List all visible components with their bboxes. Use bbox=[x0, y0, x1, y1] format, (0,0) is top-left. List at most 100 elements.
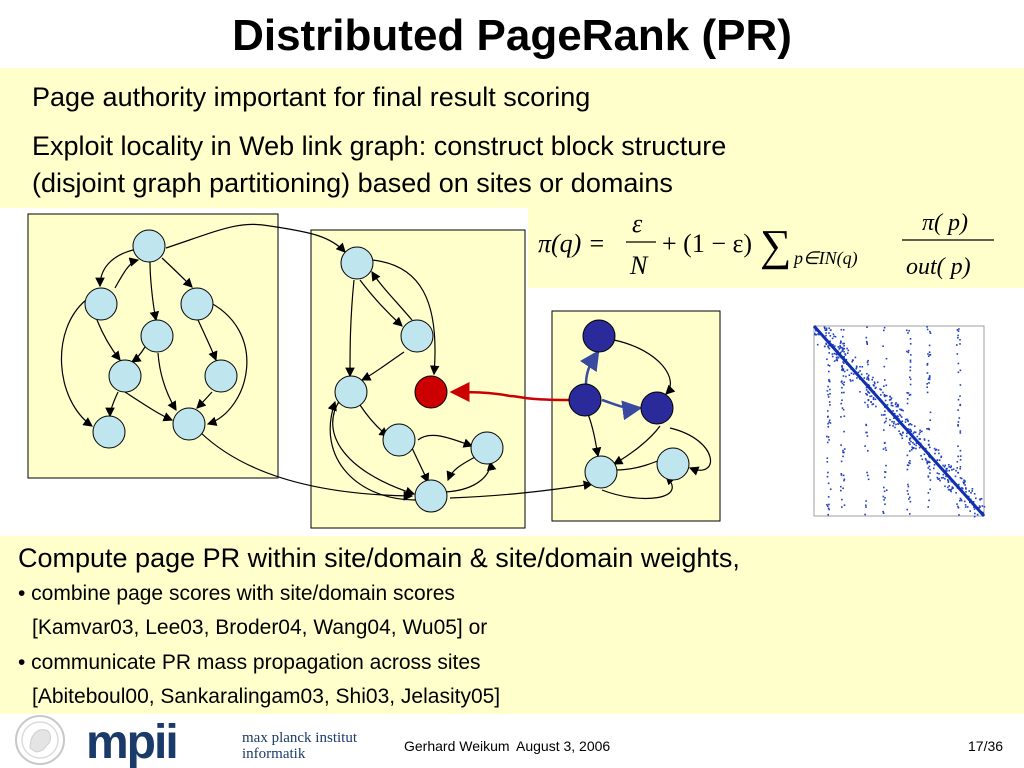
formula-epsilon: ε bbox=[632, 209, 643, 238]
matrix-dot bbox=[926, 386, 928, 388]
matrix-dot bbox=[968, 490, 970, 492]
matrix-dot bbox=[846, 352, 849, 354]
matrix-dot bbox=[866, 404, 869, 406]
matrix-dot bbox=[843, 478, 846, 481]
matrix-dot bbox=[926, 364, 929, 366]
matrix-dot bbox=[841, 369, 843, 371]
matrix-dot bbox=[865, 500, 867, 502]
matrix-dot bbox=[915, 447, 917, 450]
matrix-dot bbox=[843, 356, 845, 358]
matrix-dot bbox=[827, 422, 829, 425]
matrix-dot bbox=[910, 440, 912, 443]
matrix-dot bbox=[898, 430, 900, 432]
matrix-dot bbox=[899, 432, 901, 435]
matrix-dot bbox=[904, 421, 907, 423]
matrix-dot bbox=[927, 506, 929, 508]
matrix-dot bbox=[971, 488, 974, 490]
node bbox=[180, 287, 214, 321]
matrix-dot bbox=[835, 353, 837, 355]
matrix-dot bbox=[906, 464, 909, 466]
red-cross-edge bbox=[449, 382, 571, 403]
matrix-dot bbox=[840, 402, 842, 405]
matrix-dot bbox=[829, 404, 831, 406]
bullet-communicate-mass: • communicate PR mass propagation across… bbox=[18, 651, 481, 674]
matrix-dot bbox=[855, 365, 858, 368]
matrix-dot bbox=[827, 393, 829, 396]
matrix-dot bbox=[871, 378, 873, 381]
matrix-dot bbox=[852, 359, 854, 362]
matrix-dot bbox=[907, 420, 909, 423]
node bbox=[470, 431, 504, 465]
matrix-dot bbox=[947, 480, 950, 482]
matrix-dot bbox=[956, 467, 958, 469]
matrix-dot bbox=[957, 421, 960, 423]
matrix-dot bbox=[843, 430, 845, 433]
matrix-dot bbox=[829, 340, 831, 343]
matrix-dot bbox=[866, 435, 869, 437]
matrix-dot bbox=[959, 395, 961, 397]
matrix-dot bbox=[911, 447, 914, 450]
matrix-dot bbox=[828, 503, 830, 506]
matrix-dot bbox=[906, 508, 908, 511]
matrix-dot bbox=[963, 482, 965, 485]
matrix-dot bbox=[942, 464, 944, 467]
matrix-dot bbox=[928, 378, 931, 381]
matrix-dot bbox=[929, 468, 931, 471]
matrix-dot bbox=[865, 392, 867, 395]
matrix-dot bbox=[979, 506, 981, 508]
matrix-dot bbox=[872, 376, 874, 379]
logo-mark: mpii bbox=[86, 716, 177, 768]
matrix-dot bbox=[872, 384, 875, 386]
matrix-dot bbox=[867, 450, 869, 452]
node-blue bbox=[640, 391, 674, 425]
matrix-dot bbox=[885, 489, 888, 491]
compute-pr-heading: Compute page PR within site/domain & sit… bbox=[18, 543, 740, 573]
matrix-dot bbox=[958, 514, 960, 516]
slide-title: Distributed PageRank (PR) bbox=[232, 11, 792, 60]
matrix-dot bbox=[973, 493, 976, 495]
matrix-dot bbox=[888, 399, 891, 401]
matrix-dot bbox=[855, 366, 858, 369]
matrix-dot bbox=[840, 444, 842, 446]
matrix-dot bbox=[828, 380, 830, 382]
matrix-dot bbox=[965, 487, 967, 489]
matrix-dot bbox=[924, 457, 927, 460]
matrix-dot bbox=[966, 506, 969, 508]
matrix-dot bbox=[909, 439, 911, 441]
node bbox=[140, 319, 174, 353]
matrix-dot bbox=[936, 459, 939, 462]
matrix-dot bbox=[865, 386, 868, 389]
matrix-dot bbox=[908, 442, 910, 444]
matrix-dot bbox=[842, 349, 844, 351]
matrix-dot bbox=[825, 328, 828, 331]
matrix-dot bbox=[826, 435, 828, 438]
matrix-dot bbox=[829, 422, 832, 424]
matrix-dot bbox=[955, 492, 957, 494]
matrix-dot bbox=[938, 473, 940, 475]
matrix-dot bbox=[865, 504, 867, 507]
matrix-dot bbox=[974, 512, 976, 515]
matrix-dot bbox=[866, 376, 869, 379]
matrix-dot bbox=[859, 391, 861, 393]
matrix-dot bbox=[897, 405, 899, 408]
matrix-dot bbox=[909, 369, 912, 372]
point-exploit-locality: Exploit locality in Web link graph: cons… bbox=[32, 131, 727, 161]
matrix-dot bbox=[823, 327, 826, 330]
matrix-dot bbox=[826, 390, 829, 392]
matrix-dot bbox=[919, 429, 921, 432]
matrix-dot bbox=[959, 343, 961, 345]
matrix-dot bbox=[827, 496, 830, 498]
matrix-dot bbox=[870, 395, 873, 397]
matrix-dot bbox=[827, 345, 829, 347]
matrix-dot bbox=[829, 388, 831, 391]
matrix-dot bbox=[837, 356, 839, 358]
matrix-dot bbox=[929, 461, 931, 464]
matrix-dot bbox=[929, 411, 932, 414]
matrix-dot bbox=[929, 479, 932, 481]
matrix-dot bbox=[880, 414, 883, 416]
matrix-dot bbox=[836, 359, 839, 362]
bottom-text-band bbox=[0, 536, 1024, 714]
matrix-dot bbox=[831, 337, 834, 340]
formula-n: N bbox=[629, 251, 649, 280]
matrix-dot bbox=[842, 449, 844, 452]
